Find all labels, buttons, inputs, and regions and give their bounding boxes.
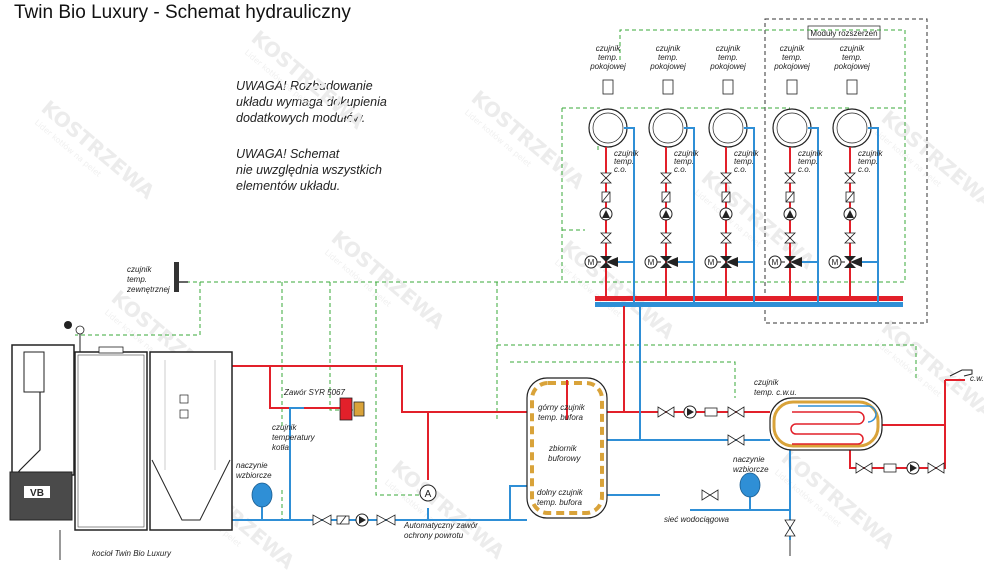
buffer-tank-label: zbiornik buforowy	[548, 444, 581, 463]
expansion-module-frame	[764, 18, 928, 324]
boiler-badge: VB	[30, 488, 44, 499]
watermark-brand: KOSTRZEWA	[387, 455, 510, 564]
dhw-expansion-vessel	[739, 472, 761, 498]
boiler-temp-sensor-label: czujnik temperatury kotła	[272, 423, 317, 452]
radiator	[708, 108, 748, 148]
buffer-top-sensor-label: górny czujnik temp. bufora	[538, 403, 587, 422]
syr-valve	[339, 397, 365, 421]
signal-wiring	[75, 29, 917, 520]
radiator	[588, 108, 628, 148]
actuator-symbol: M	[588, 258, 595, 267]
dhw-cylinder	[769, 397, 883, 451]
dhw-expansion-vessel-label: naczynie wzbiorcze	[733, 455, 769, 474]
watermark-brand: KOSTRZEWA	[327, 225, 450, 334]
warning-line: UWAGA! Rozbudowanie	[236, 79, 373, 93]
svg-text:A: A	[425, 489, 432, 500]
supply-manifold	[595, 296, 903, 301]
expansion-module-label-box	[807, 25, 881, 40]
return-manifold	[595, 302, 903, 307]
room-sensor	[786, 79, 798, 95]
return-protection-valve: A	[419, 484, 437, 502]
boiler: VB	[9, 321, 233, 531]
warning-line: dodatkowych modułów.	[236, 111, 366, 125]
room-sensor	[662, 79, 674, 95]
warning-note-scheme: UWAGA! Schemat nie uwzględnia wszystkich…	[236, 146, 382, 194]
boiler-name-label: kocioł Twin Bio Luxury	[92, 549, 172, 558]
watermark-brand: KOSTRZEWA	[557, 235, 680, 344]
hot-water-tap	[949, 369, 973, 377]
return-valve-label: Automatyczny zawór ochrony powrotu	[403, 521, 480, 540]
actuator-symbol: M	[648, 258, 655, 267]
pellet-hopper	[149, 351, 233, 531]
boiler-expansion-vessel	[251, 482, 273, 508]
watermark-brand: KOSTRZEWA	[877, 105, 984, 214]
outdoor-sensor-bracket	[174, 262, 179, 292]
radiator	[772, 108, 812, 148]
dhw-line-fittings	[657, 405, 796, 537]
water-network-label: sieć wodociągowa	[664, 515, 729, 524]
hot-water-outlet-label: c.w.	[970, 374, 984, 383]
radiator	[832, 108, 872, 148]
warning-line: układu wymaga dokupienia	[236, 95, 387, 109]
warning-note-expansion: UWAGA! Rozbudowanie układu wymaga dokupi…	[236, 78, 387, 126]
watermark-brand: KOSTRZEWA	[37, 95, 160, 204]
warning-line: UWAGA! Schemat	[236, 147, 340, 161]
boiler-body	[74, 351, 148, 531]
warning-line: nie uwzględnia wszystkich	[236, 163, 382, 177]
buffer-dhw-piping	[606, 306, 965, 540]
return-line-fittings	[312, 513, 396, 527]
outdoor-sensor-label: czujnik temp. zewnętrznej	[126, 265, 170, 294]
actuator-symbol: M	[708, 258, 715, 267]
page-title: Twin Bio Luxury - Schemat hydrauliczny	[14, 2, 351, 23]
room-sensor	[846, 79, 858, 95]
syr-valve-label: Zawór SYR 5067	[283, 388, 345, 397]
boiler-expansion-vessel-label: naczynie wzbiorcze	[236, 461, 272, 480]
room-sensor	[722, 79, 734, 95]
actuator-symbol: M	[772, 258, 779, 267]
watermark-brand: KOSTRZEWA	[777, 445, 900, 554]
radiator	[648, 108, 688, 148]
watermark-brand: KOSTRZEWA	[467, 85, 590, 194]
buffer-tank	[526, 377, 608, 519]
expansion-module-label: Moduły rozszerzeń	[810, 29, 877, 38]
room-sensor	[602, 79, 614, 95]
dhw-recirculation-fittings	[855, 461, 945, 475]
actuator-symbol: M	[832, 258, 839, 267]
buffer-bottom-sensor-label: dolny czujnik temp. bufora	[537, 488, 585, 507]
warning-line: elementów układu.	[236, 179, 341, 193]
dhw-sensor-label: czujnik temp. c.w.u.	[754, 378, 797, 397]
watermark-brand: KOSTRZEWA	[247, 25, 370, 134]
